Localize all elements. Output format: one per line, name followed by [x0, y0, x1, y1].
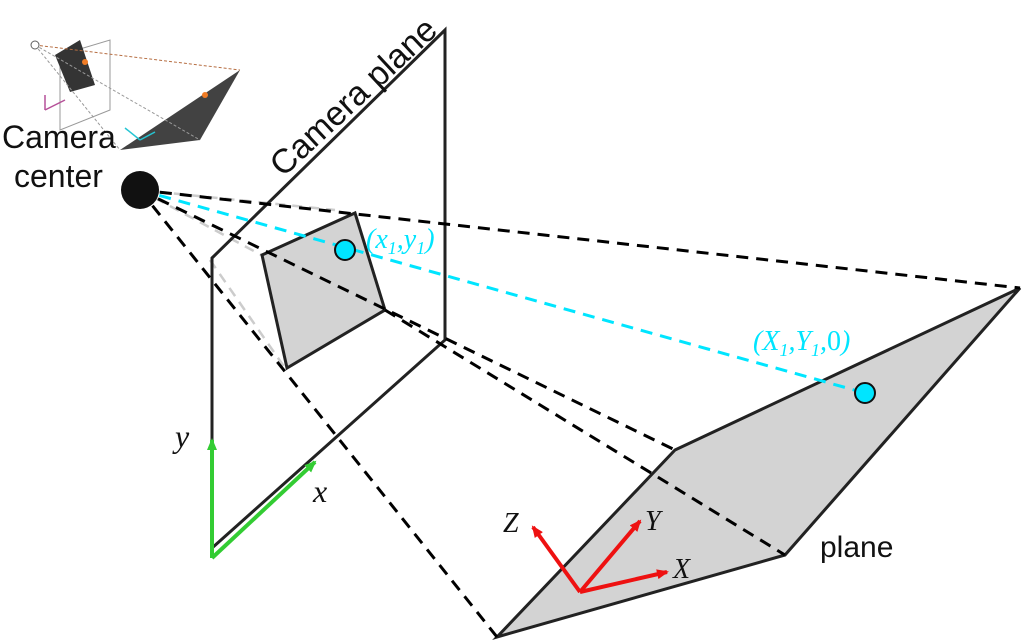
thumbnail-world-point: [202, 92, 208, 98]
image-point-y-sub: 1: [416, 238, 425, 258]
hidden-ray: [208, 259, 287, 369]
world-Z-axis-label: Z: [503, 508, 519, 539]
camera-center-label-line1: Camera: [2, 119, 116, 155]
image-point: [334, 239, 356, 261]
image-point-y: y: [401, 224, 417, 255]
thumbnail-image-point: [82, 59, 88, 65]
projection-rays: [138, 188, 1021, 638]
camera-plane-label: Camera plane: [263, 10, 445, 183]
thumbnail-plane: [120, 70, 240, 150]
world-X-axis-arrow: [579, 569, 669, 594]
image-ray: [139, 188, 866, 395]
camera-center-dot: [121, 171, 159, 209]
image-point-x: x: [374, 224, 388, 255]
thumbnail-image-patch: [55, 40, 95, 92]
world-point-Y-sub: 1: [811, 340, 820, 360]
camera-center-label-line2: center: [14, 158, 103, 194]
world-Y-axis-arrow: [578, 519, 642, 594]
image-point-label: (x1,y1): [366, 224, 435, 258]
world-Z-axis-arrow: [531, 525, 582, 594]
world-point-X: X: [761, 326, 780, 357]
thumbnail-ray: [34, 44, 241, 71]
thumbnail-axis: [44, 99, 66, 111]
thumbnail-inset: [30, 39, 241, 151]
plane-label: plane: [820, 531, 893, 564]
world-point-Y: Y: [795, 326, 814, 357]
thumbnail-axis: [124, 127, 141, 141]
ray-top-right: [139, 188, 1021, 290]
ray-bottom-left: [138, 189, 499, 638]
world-Y-axis-label: Y: [645, 506, 664, 537]
thumbnail-ray: [34, 44, 121, 151]
camera-x-axis-label: x: [312, 473, 327, 509]
world-point: [854, 382, 876, 404]
thumbnail-axis: [139, 131, 156, 141]
ray-bottom-right: [384, 308, 786, 557]
camera-x-axis-arrow: [210, 460, 317, 560]
image-point-x-sub: 1: [388, 238, 397, 258]
world-X-axis-label: X: [672, 554, 691, 585]
world-point-z: 0: [827, 326, 841, 357]
thumbnail-camera-center: [30, 40, 40, 50]
world-point-X-sub: 1: [779, 340, 788, 360]
thumbnail-ray: [34, 44, 201, 141]
camera-y-axis-label: y: [172, 418, 190, 454]
world-point-label: (X1,Y1,0): [753, 326, 850, 360]
